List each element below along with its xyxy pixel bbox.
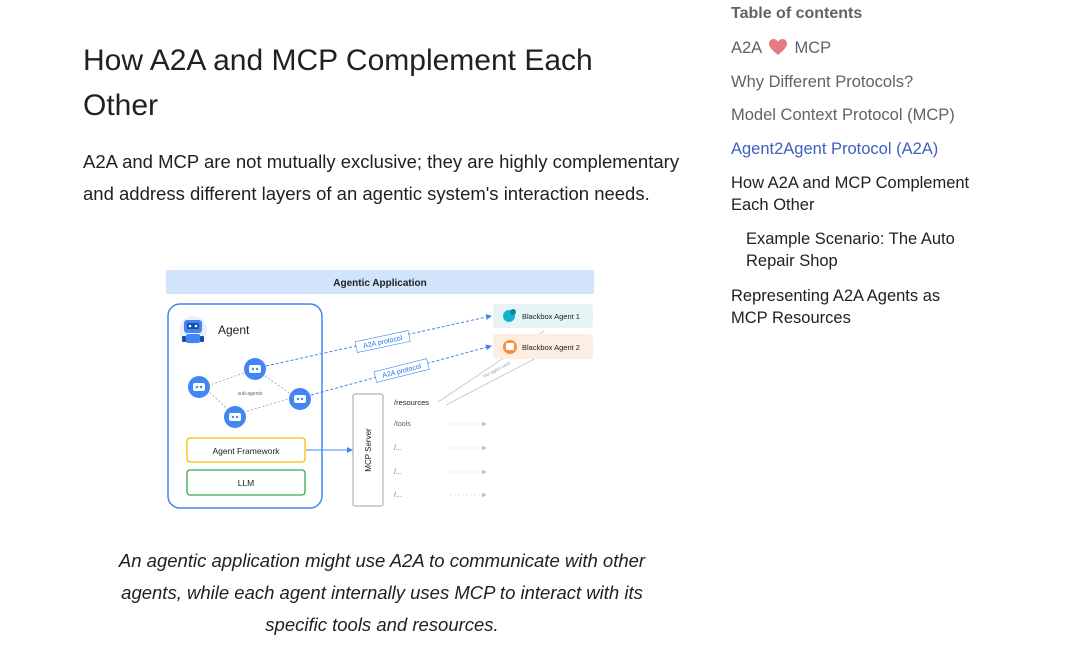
toc-item-mcp[interactable]: Model Context Protocol (MCP) bbox=[731, 106, 955, 124]
blackbox-agent-2-label: Blackbox Agent 2 bbox=[522, 343, 580, 352]
diagram-header-bar bbox=[166, 270, 594, 294]
toc-item-a2a[interactable]: Agent2Agent Protocol (A2A) bbox=[731, 140, 939, 158]
blackbox-agent-1-box bbox=[493, 304, 593, 328]
intro-paragraph: A2A and MCP are not mutually exclusive; … bbox=[83, 151, 680, 204]
toc-title: Table of contents bbox=[731, 5, 863, 22]
mcp-server-label: MCP Server bbox=[364, 428, 373, 472]
page-title: How A2A and MCP Complement Each Other bbox=[83, 44, 593, 122]
resource-item: /resources bbox=[394, 398, 429, 407]
agent-framework-label: Agent Framework bbox=[212, 446, 280, 456]
diagram-svg: Agentic Application Agent bbox=[166, 270, 594, 509]
llm-box bbox=[186, 469, 306, 496]
diagram-header: Agentic Application bbox=[333, 278, 427, 289]
toc-item-representing[interactable]: Representing A2A Agents as MCP Resources bbox=[731, 287, 941, 327]
article: How A2A and MCP Complement Each Other A2… bbox=[83, 44, 680, 635]
toc-item-label-mcp: MCP bbox=[794, 39, 832, 57]
sub-agent-icon bbox=[188, 376, 210, 398]
heart-icon bbox=[768, 38, 788, 62]
llm-label: LLM bbox=[238, 478, 255, 488]
architecture-diagram: Agentic Application Agent bbox=[166, 268, 596, 512]
agent-card-link bbox=[445, 353, 545, 406]
resource-item: /... bbox=[394, 492, 402, 499]
blackbox-agent-1-icon bbox=[503, 309, 516, 322]
resource-item: /... bbox=[394, 445, 402, 452]
blackbox-agent-2-box bbox=[493, 334, 593, 359]
toc-item-label-a2a: A2A bbox=[731, 39, 762, 57]
blackbox-agent-1-label: Blackbox Agent 1 bbox=[522, 312, 580, 321]
toc-item-example-scenario[interactable]: Example Scenario: The Auto Repair Shop bbox=[746, 230, 955, 270]
resource-arrows bbox=[450, 421, 487, 498]
sub-agent-icon bbox=[224, 406, 246, 428]
resource-item: /tools bbox=[394, 421, 411, 428]
toc-item-a2a-mcp[interactable]: A2A MCP bbox=[731, 37, 831, 62]
sub-agents-label: sub-agents bbox=[238, 391, 263, 397]
sub-agent-icon bbox=[289, 388, 311, 410]
a2a-arrow-2 bbox=[310, 344, 492, 396]
agent-robot-icon bbox=[179, 316, 207, 344]
a2a-label-1-group: A2A protocol bbox=[354, 330, 411, 353]
figure-caption: An agentic application might use A2A to … bbox=[118, 550, 646, 635]
blackbox-agent-2-icon bbox=[503, 340, 517, 354]
a2a-label-2-group: A2A protocol bbox=[373, 358, 430, 383]
sub-agent-icon bbox=[244, 358, 266, 380]
toc-item-why-different[interactable]: Why Different Protocols? bbox=[731, 73, 914, 91]
agent-label: Agent bbox=[218, 323, 250, 337]
mcp-server-box bbox=[352, 393, 384, 507]
resource-item: /... bbox=[394, 469, 402, 476]
toc-item-complement[interactable]: How A2A and MCP Complement Each Other bbox=[731, 174, 970, 214]
agent-framework-box bbox=[186, 437, 306, 463]
